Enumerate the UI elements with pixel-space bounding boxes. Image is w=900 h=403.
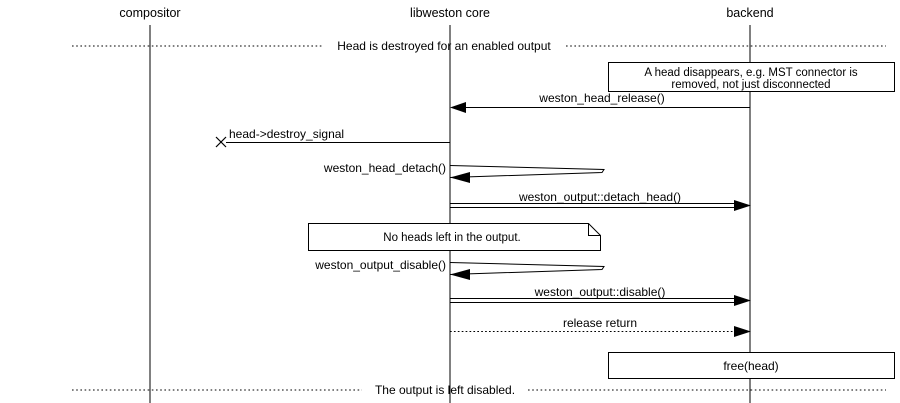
note-no-heads-box <box>308 223 601 251</box>
note-mst-connector: A head disappears, e.g. MST connector is… <box>608 62 895 92</box>
participant-compositor[interactable]: compositor <box>119 6 181 403</box>
message-label-head-destroy-signal: head->destroy_signal <box>229 127 344 141</box>
note-no-heads-left: No heads left in the output. <box>308 223 601 251</box>
arrow-head-left-weston-head-release <box>450 102 466 113</box>
divider-label-bottom: The output is left disabled. <box>375 383 515 397</box>
message-label-weston-output-disable: weston_output_disable() <box>314 258 446 272</box>
note-mst-line-2: removed, not just disconnected <box>671 79 830 91</box>
arrow-head-self-weston-output-disable <box>450 269 470 280</box>
divider-head-destroyed: Head is destroyed for an enabled output <box>72 39 886 53</box>
message-release-return[interactable]: release return <box>450 316 751 337</box>
message-weston-output-disable[interactable]: weston_output::disable() <box>450 285 751 306</box>
box-free-head: free(head) <box>608 352 895 379</box>
message-weston-output-detach-head[interactable]: weston_output::detach_head() <box>450 190 751 211</box>
free-head-box <box>608 352 895 379</box>
divider-output-left-disabled: The output is left disabled. <box>72 383 886 397</box>
participant-label-libweston-core: libweston core <box>410 6 490 20</box>
destroy-x-icon <box>215 136 227 148</box>
free-head-label: free(head) <box>723 359 778 373</box>
message-weston-head-release[interactable]: weston_head_release() <box>450 91 750 113</box>
self-loop-path-weston-output-disable <box>449 262 605 275</box>
arrow-head-right-release-return <box>734 326 751 337</box>
message-label-weston-head-detach: weston_head_detach() <box>323 161 446 175</box>
message-label-weston-head-release: weston_head_release() <box>538 91 664 105</box>
arrow-head-self-weston-head-detach <box>450 172 470 183</box>
message-weston-head-detach[interactable]: weston_head_detach() <box>323 161 605 183</box>
self-loop-path-weston-head-detach <box>449 165 605 178</box>
message-label-weston-output-detach-head: weston_output::detach_head() <box>518 190 681 204</box>
message-weston-output-disable-self[interactable]: weston_output_disable() <box>314 258 605 280</box>
participant-label-backend: backend <box>726 6 773 20</box>
participant-libweston-core[interactable]: libweston core <box>410 6 490 403</box>
participant-label-compositor: compositor <box>119 6 180 20</box>
note-no-heads-text: No heads left in the output. <box>383 232 520 244</box>
note-no-heads-fold-icon <box>588 223 601 236</box>
message-label-weston-output-disable-call: weston_output::disable() <box>534 285 666 299</box>
message-label-release-return: release return <box>563 316 637 330</box>
note-mst-box <box>608 62 895 92</box>
arrow-head-right-detach-head <box>734 200 751 211</box>
arrow-head-right-disable <box>734 295 751 306</box>
note-mst-line-1: A head disappears, e.g. MST connector is <box>644 67 858 79</box>
divider-label-top: Head is destroyed for an enabled output <box>337 39 551 53</box>
message-head-destroy-signal[interactable]: head->destroy_signal <box>215 127 450 148</box>
